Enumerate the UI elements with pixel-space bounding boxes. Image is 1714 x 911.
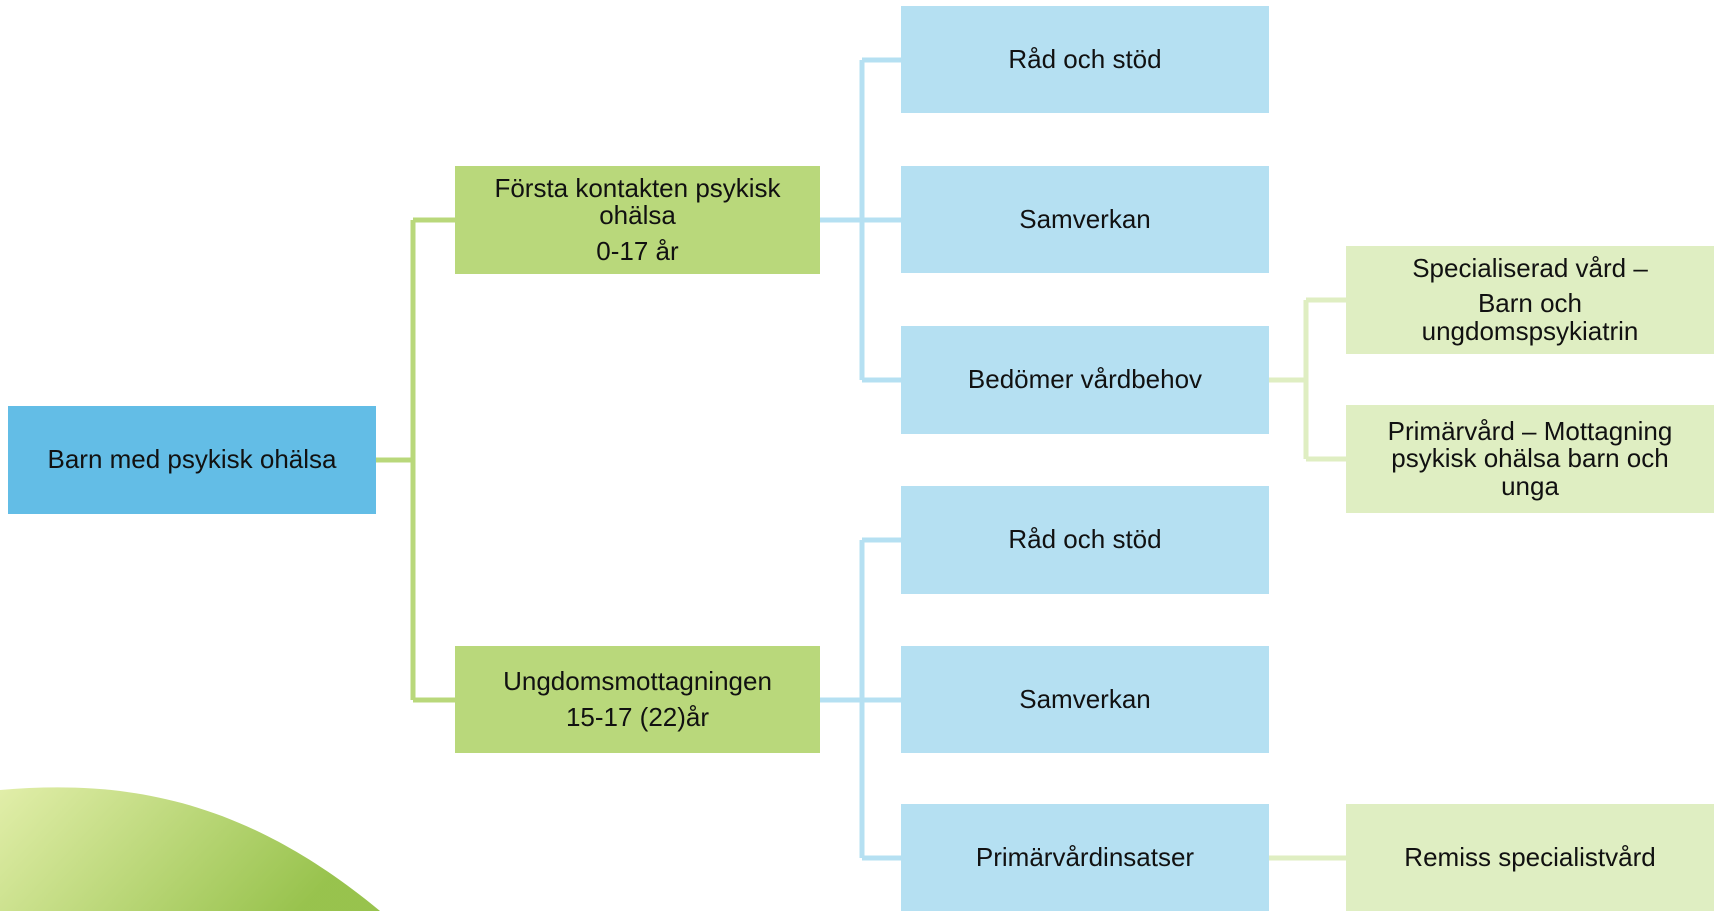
specialized-care-line2: Barn och (1477, 288, 1583, 319)
youth-clinic-primary-actions-label: Primärvårdinsatser (975, 841, 1195, 872)
root-connectors (376, 217, 455, 703)
decorative-swoosh (0, 787, 380, 911)
youth-clinic-advice-node: Råd och stöd (901, 486, 1269, 594)
first-contact-advice-node: Råd och stöd (901, 6, 1269, 113)
care-option-connectors (1269, 297, 1346, 462)
specialized-care-line3: ungdomspsykiatrin (1421, 315, 1639, 346)
youth-clinic-age: 15-17 (22)år (565, 701, 710, 732)
youth-clinic-cooperation-label: Samverkan (1019, 683, 1151, 714)
youth-clinic-title: Ungdomsmottagningen (503, 666, 772, 697)
first-contact-title-line2: ohälsa (599, 200, 676, 231)
first-contact-cooperation-node: Samverkan (901, 166, 1269, 273)
referral-node: Remiss specialistvård (1346, 804, 1714, 911)
referral-label: Remiss specialistvård (1404, 841, 1656, 872)
primary-care-line2: psykisk ohälsa barn och (1391, 443, 1669, 474)
primary-care-line3: unga (1501, 470, 1559, 501)
first-contact-node: Första kontakten psykisk ohälsa 0-17 år (455, 166, 820, 274)
first-contact-advice-label: Råd och stöd (1008, 43, 1162, 74)
specialized-care-line1: Specialiserad vård – (1412, 253, 1648, 284)
primary-care-node: Primärvård – Mottagning psykisk ohälsa b… (1346, 405, 1714, 513)
first-contact-title-line1: Första kontakten psykisk (494, 173, 781, 204)
root-node: Barn med psykisk ohälsa (8, 406, 376, 514)
root-label: Barn med psykisk ohälsa (47, 444, 337, 475)
youth-clinic-cooperation-node: Samverkan (901, 646, 1269, 753)
primary-care-line1: Primärvård – Mottagning (1387, 416, 1673, 447)
first-contact-age: 0-17 år (596, 235, 679, 266)
first-contact-assesses-node: Bedömer vårdbehov (901, 326, 1269, 434)
youth-clinic-connectors (820, 537, 901, 861)
first-contact-cooperation-label: Samverkan (1019, 203, 1151, 234)
first-contact-connectors (820, 57, 901, 383)
first-contact-assesses-label: Bedömer vårdbehov (967, 364, 1203, 395)
youth-clinic-node: Ungdomsmottagningen 15-17 (22)år (455, 646, 820, 753)
youth-clinic-primary-actions-node: Primärvårdinsatser (901, 804, 1269, 911)
specialized-care-node: Specialiserad vård – Barn och ungdomspsy… (1346, 246, 1714, 354)
youth-clinic-advice-label: Råd och stöd (1008, 524, 1162, 555)
